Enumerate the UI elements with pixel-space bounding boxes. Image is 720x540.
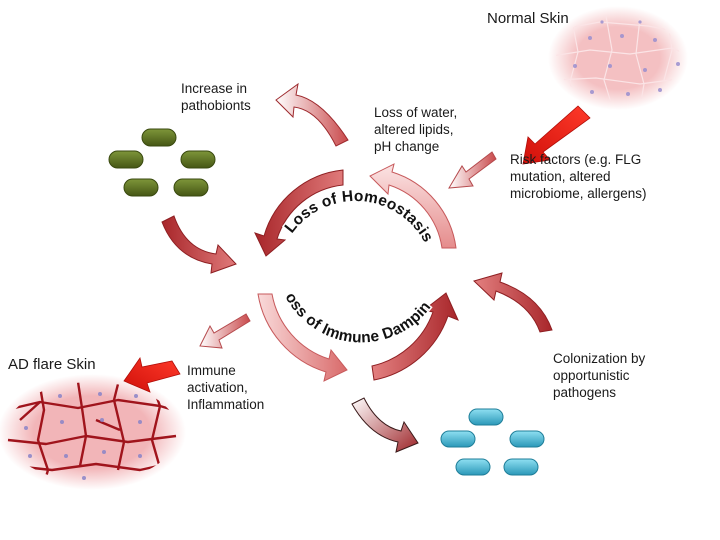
cycle-arrow-homeostasis-right <box>369 163 457 249</box>
cycle-arrow-homeostasis-left <box>254 169 344 257</box>
increase-pathobionts-label: Increase in pathobionts <box>181 81 251 113</box>
loss-of-water-label: Loss of water, altered lipids, pH change <box>374 105 458 154</box>
arrow-from-pathobionts <box>161 215 237 274</box>
risk-factors-label: Risk factors (e.g. FLG mutation, altered… <box>510 152 647 201</box>
pathobiont-bacteria-cluster <box>108 128 216 197</box>
loss-of-immune-damping-label: Loss of Immune Damping <box>0 0 434 346</box>
ad-flare-skin-image <box>0 374 186 490</box>
arrow-to-pathobionts <box>275 82 349 147</box>
normal-skin-image <box>548 6 688 110</box>
cycle-arrow-immune-right <box>371 292 459 381</box>
arrow-to-colonization <box>351 397 419 453</box>
immune-activation-label: Immune activation, Inflammation <box>187 363 265 412</box>
risk-arrow-flare <box>123 357 181 393</box>
pathogen-bacteria-cluster <box>440 408 545 476</box>
arrow-from-colonization <box>473 272 553 333</box>
arrow-to-immune-activation <box>199 313 251 349</box>
arrow-risk-to-cycle <box>448 151 497 189</box>
normal-skin-label: Normal Skin <box>487 10 569 27</box>
ad-flare-skin-label: AD flare Skin <box>8 356 96 373</box>
risk-arrow-normal <box>522 105 591 165</box>
colonization-label: Colonization by opportunistic pathogens <box>553 351 646 400</box>
cycle-arrow-immune-left <box>257 293 348 382</box>
